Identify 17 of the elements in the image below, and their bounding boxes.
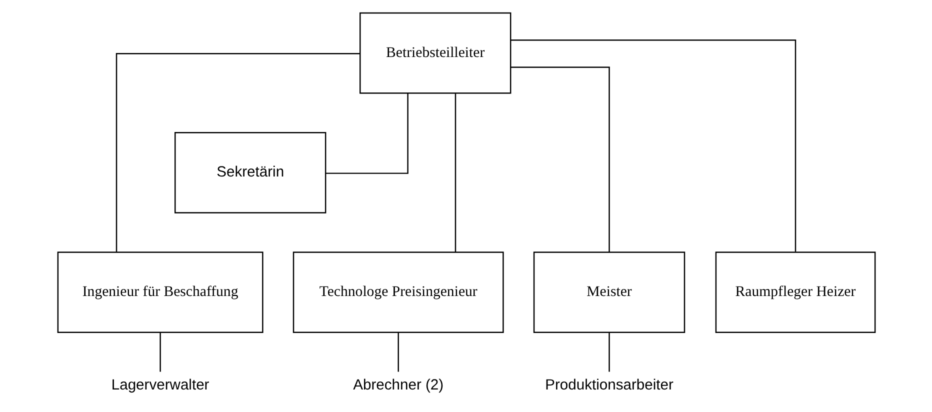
node-box: Technologe Preisingenieur <box>292 252 504 334</box>
connector <box>510 66 610 252</box>
node-box: Betriebsteilleiter <box>359 12 511 94</box>
node-box: Meister <box>532 252 685 334</box>
node-box: Sekretärin <box>174 132 326 214</box>
connector <box>397 332 398 372</box>
node-box: Ingenieur für Beschaffung <box>56 252 263 334</box>
connector <box>115 53 360 252</box>
node-text: Lagerverwalter <box>110 377 209 394</box>
connector <box>510 39 796 252</box>
connector <box>159 332 160 372</box>
node-box: Raumpfleger Heizer <box>714 252 876 334</box>
connector <box>608 332 610 372</box>
node-text: Abrechner (2) <box>352 377 444 394</box>
connector <box>454 94 456 252</box>
connector <box>325 93 408 174</box>
node-text: Produktionsarbeiter <box>544 377 673 394</box>
